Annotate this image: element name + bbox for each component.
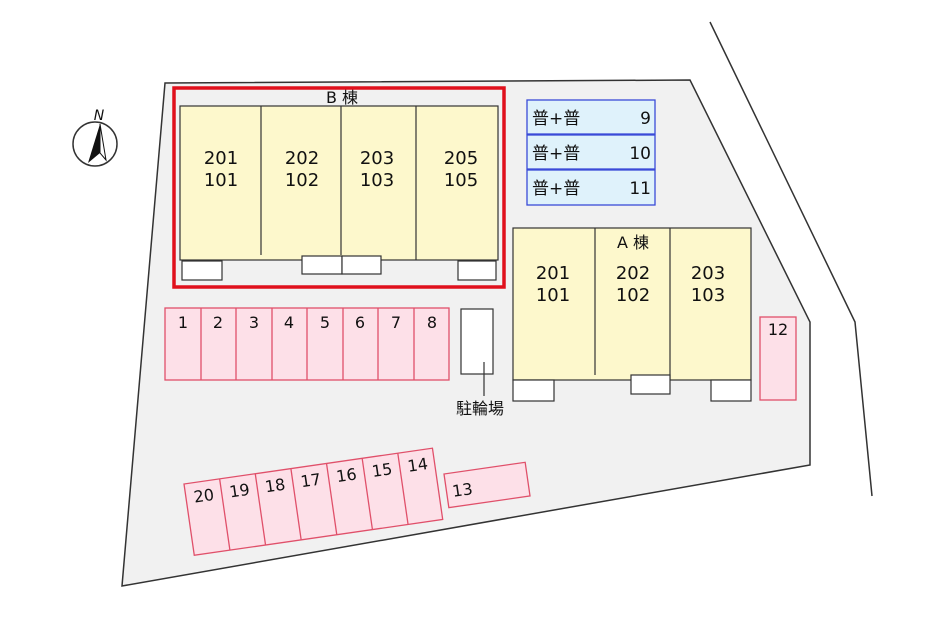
unit-label: 202 (285, 148, 319, 169)
parking-space-number: 7 (391, 313, 401, 332)
unit-label: 203 (691, 263, 725, 284)
building-a: A 棟 201 101 202 102 203 103 (512, 227, 752, 402)
unit-label: 101 (204, 170, 238, 191)
regular-parking-number: 10 (629, 144, 651, 164)
bicycle-parking-label: 駐輪場 (456, 399, 504, 418)
parking-space-number: 1 (178, 313, 188, 332)
parking-space-13: 13 (443, 461, 531, 509)
parking-space-number: 2 (213, 313, 223, 332)
compass-label: N (94, 108, 105, 124)
building-b-highlight (172, 86, 506, 289)
unit-label: 105 (444, 170, 478, 191)
unit-label: 102 (616, 285, 650, 306)
parking-space-number: 14 (406, 454, 429, 476)
building-b-name: B 棟 (326, 88, 358, 107)
parking-space-number: 20 (192, 485, 215, 507)
parking-space-12: 12 (759, 316, 797, 401)
parking-space-number: 3 (249, 313, 259, 332)
unit-label: 102 (285, 170, 319, 191)
building-b: B 棟 201 101 202 102 203 103 205 105 (179, 88, 499, 281)
unit-label: 205 (444, 148, 478, 169)
regular-parking-label: 普+普 (532, 109, 580, 129)
parking-space-number: 17 (299, 470, 322, 492)
parking-space-number: 16 (335, 464, 358, 486)
parking-space-number: 12 (768, 320, 788, 339)
parking-space-number: 4 (284, 313, 294, 332)
parking-space-number: 13 (451, 479, 474, 501)
parking-space-number: 8 (427, 313, 437, 332)
regular-parking-label: 普+普 (532, 179, 580, 199)
unit-label: 103 (360, 170, 394, 191)
parking-space-number: 6 (355, 313, 365, 332)
north-compass-icon: N (72, 108, 118, 167)
unit-label: 101 (536, 285, 570, 306)
unit-label: 201 (204, 148, 238, 169)
regular-parking-number: 9 (640, 109, 651, 129)
parking-space-number: 19 (228, 480, 251, 502)
unit-label: 203 (360, 148, 394, 169)
parking-space-number: 5 (320, 313, 330, 332)
unit-label: 201 (536, 263, 570, 284)
regular-parking: 普+普 9 普+普 10 普+普 11 (526, 99, 656, 206)
parking-row-bottom: 20 19 18 17 16 15 14 (183, 447, 444, 556)
regular-parking-label: 普+普 (532, 144, 580, 164)
bicycle-parking: 駐輪場 (456, 308, 504, 418)
building-a-name: A 棟 (617, 233, 649, 252)
unit-label: 103 (691, 285, 725, 306)
road-line (709, 21, 873, 497)
parking-space-number: 18 (264, 475, 287, 497)
parking-row-top: 1 2 3 4 5 6 7 8 (164, 307, 450, 381)
parking-space-number: 15 (371, 459, 394, 481)
regular-parking-number: 11 (629, 179, 651, 199)
unit-label: 202 (616, 263, 650, 284)
